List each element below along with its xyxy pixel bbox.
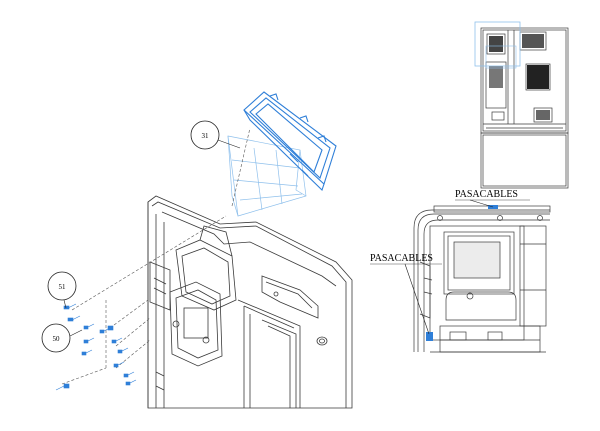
balloon-31-text: 31: [202, 132, 210, 140]
balloon-51-text: 51: [59, 283, 67, 291]
screw-icon: [83, 323, 95, 330]
callout-balloon-50: 50: [41, 323, 83, 353]
screw-icon: [67, 315, 81, 322]
front-view-overview: [480, 27, 569, 189]
screw-icon: [63, 303, 77, 310]
screw-icon: [83, 337, 95, 344]
balloon-50-text: 50: [53, 335, 61, 343]
screw-icon: [107, 325, 114, 331]
screw-icon: [111, 337, 123, 344]
screw-icon: [113, 361, 125, 368]
screw-icon: [81, 349, 93, 356]
pasacables-left-label: PASACABLES: [370, 253, 442, 335]
screw-icon: [125, 379, 137, 386]
screw-icon: [123, 371, 135, 378]
screw-fasteners: [55, 303, 137, 391]
front-view-highlight-inner: [485, 45, 517, 69]
screw-icon: [55, 383, 70, 391]
main-cabinet-isometric: [147, 195, 353, 409]
explode-dash-lines: [61, 127, 251, 385]
pasacables-top-label: PASACABLES: [455, 189, 530, 208]
cable-pass-left: [426, 332, 433, 341]
pasacables-left-text: PASACABLES: [370, 253, 433, 264]
screw-icon: [117, 347, 129, 354]
front-view-highlight-box: [474, 21, 521, 67]
pasacables-top-text: PASACABLES: [455, 189, 518, 200]
callout-balloon-51: 51: [47, 271, 77, 309]
filter-funnel: [227, 135, 307, 217]
detail-view: [413, 205, 551, 353]
filter-frame-highlight: [243, 91, 337, 192]
callout-balloon-31: 31: [190, 120, 241, 150]
